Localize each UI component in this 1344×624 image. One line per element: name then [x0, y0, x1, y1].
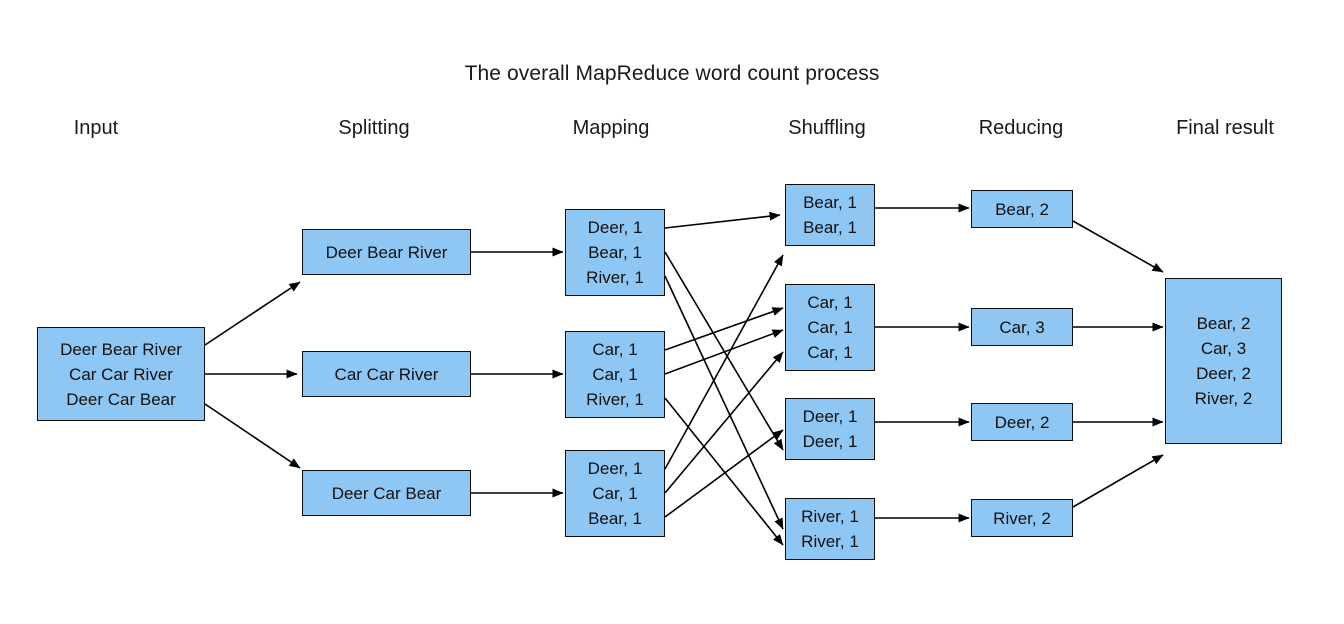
shuffle-node-car-line-1: Car, 1: [807, 293, 853, 312]
input-line-2: Car Car River: [69, 364, 173, 384]
split-node-1-line-1: Deer Bear River: [325, 242, 448, 262]
shuffle-node-river[interactable]: River, 1 River, 1: [785, 498, 875, 560]
map-node-2[interactable]: Car, 1 Car, 1 River, 1: [565, 331, 665, 418]
final-result-line-2: Car, 3: [1200, 339, 1247, 358]
diagram-title: The overall MapReduce word count process: [464, 62, 880, 85]
reduce-node-river-line-1: River, 2: [993, 508, 1051, 528]
input-node[interactable]: Deer Bear River Car Car River Deer Car B…: [37, 327, 205, 421]
shuffle-node-river-line-1: River, 1: [801, 507, 859, 526]
column-header-final-result: Final result: [1176, 117, 1274, 139]
reduce-node-river[interactable]: River, 2: [971, 499, 1073, 537]
input-line-1: Deer Bear River: [60, 339, 182, 359]
shuffle-node-deer-line-2: Deer, 1: [802, 432, 858, 451]
map-node-2-line-1: Car, 1: [592, 340, 638, 359]
split-node-1[interactable]: Deer Bear River: [302, 229, 471, 275]
shuffle-node-bear[interactable]: Bear, 1 Bear, 1: [785, 184, 875, 246]
split-node-2-line-1: Car Car River: [334, 364, 439, 384]
input-line-3: Deer Car Bear: [66, 389, 176, 409]
map-node-2-line-3: River, 1: [586, 390, 644, 409]
split-node-3-line-1: Deer Car Bear: [331, 483, 442, 503]
shuffle-node-bear-line-1: Bear, 1: [803, 193, 857, 212]
map-node-1-line-3: River, 1: [586, 268, 644, 287]
shuffle-node-deer-line-1: Deer, 1: [802, 407, 858, 426]
reduce-node-car[interactable]: Car, 3: [971, 308, 1073, 346]
column-header-shuffling: Shuffling: [788, 117, 866, 139]
reduce-node-bear-line-1: Bear, 2: [995, 199, 1049, 219]
split-node-2[interactable]: Car Car River: [302, 351, 471, 397]
reduce-node-deer-line-1: Deer, 2: [994, 412, 1050, 432]
final-result-line-3: Deer, 2: [1196, 364, 1251, 383]
final-result-node[interactable]: Bear, 2 Car, 3 Deer, 2 River, 2: [1165, 278, 1282, 444]
final-result-line-4: River, 2: [1194, 389, 1253, 408]
shuffle-node-deer[interactable]: Deer, 1 Deer, 1: [785, 398, 875, 460]
column-header-input: Input: [73, 117, 119, 139]
map-node-1-line-1: Deer, 1: [587, 218, 643, 237]
column-header-reducing: Reducing: [978, 117, 1064, 139]
map-node-1-line-2: Bear, 1: [588, 243, 642, 262]
shuffle-node-car-line-2: Car, 1: [807, 318, 853, 337]
shuffle-node-bear-line-2: Bear, 1: [803, 218, 857, 237]
map-node-3-line-3: Bear, 1: [588, 509, 642, 528]
shuffle-node-river-line-2: River, 1: [801, 532, 859, 551]
split-node-3[interactable]: Deer Car Bear: [302, 470, 471, 516]
column-header-mapping: Mapping: [572, 117, 650, 139]
final-result-line-1: Bear, 2: [1196, 314, 1251, 333]
map-node-3-line-1: Deer, 1: [587, 459, 643, 478]
column-header-splitting: Splitting: [338, 117, 410, 139]
shuffle-node-car[interactable]: Car, 1 Car, 1 Car, 1: [785, 284, 875, 371]
map-node-1[interactable]: Deer, 1 Bear, 1 River, 1: [565, 209, 665, 296]
reduce-node-deer[interactable]: Deer, 2: [971, 403, 1073, 441]
shuffle-node-car-line-3: Car, 1: [807, 343, 853, 362]
map-node-2-line-2: Car, 1: [592, 365, 638, 384]
map-node-3[interactable]: Deer, 1 Car, 1 Bear, 1: [565, 450, 665, 537]
map-node-3-line-2: Car, 1: [592, 484, 638, 503]
reduce-node-bear[interactable]: Bear, 2: [971, 190, 1073, 228]
reduce-node-car-line-1: Car, 3: [999, 317, 1045, 337]
